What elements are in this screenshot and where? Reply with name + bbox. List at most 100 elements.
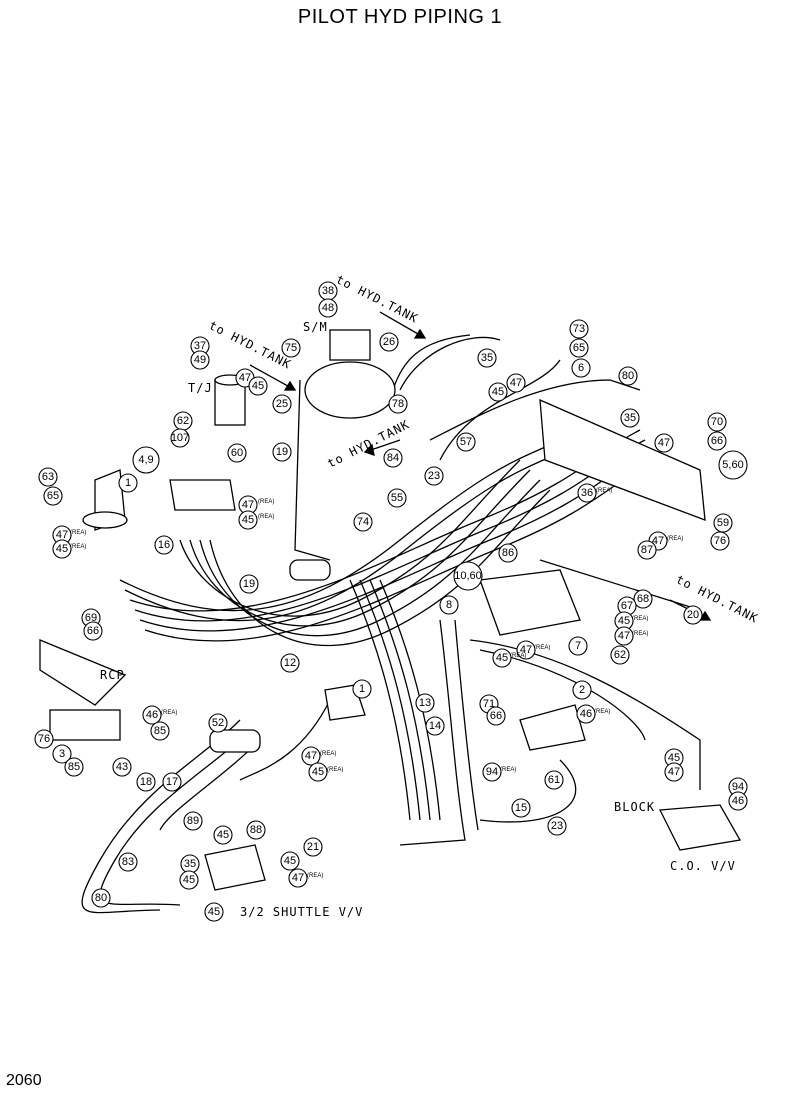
rea-tag: (REA) xyxy=(70,530,86,536)
callout: 4,9 xyxy=(132,446,160,474)
callout: 17 xyxy=(162,772,182,792)
callout: 45 xyxy=(614,611,634,631)
svg-text:87: 87 xyxy=(641,544,653,556)
svg-text:23: 23 xyxy=(551,820,563,832)
svg-text:46: 46 xyxy=(146,709,158,721)
callout: 49 xyxy=(190,350,210,370)
svg-text:66: 66 xyxy=(711,435,723,447)
label-sm: S/M xyxy=(303,320,328,334)
svg-text:85: 85 xyxy=(154,725,166,737)
rea-tag: (REA) xyxy=(327,767,343,773)
callout: 21 xyxy=(303,837,323,857)
svg-text:45: 45 xyxy=(242,514,254,526)
callout: 68 xyxy=(633,589,653,609)
svg-text:74: 74 xyxy=(357,516,369,528)
callout: 26 xyxy=(379,332,399,352)
callout: 45 xyxy=(204,902,224,922)
label-shuttle: 3/2 SHUTTLE V/V xyxy=(240,905,363,919)
svg-text:45: 45 xyxy=(217,829,229,841)
svg-text:2: 2 xyxy=(579,684,585,696)
callout: 62 xyxy=(173,411,193,431)
svg-text:18: 18 xyxy=(140,776,152,788)
callout: 35 xyxy=(477,348,497,368)
callout: 48 xyxy=(318,298,338,318)
rea-tag: (REA) xyxy=(534,645,550,651)
callout: 45 xyxy=(492,648,512,668)
callout: 46 xyxy=(576,704,596,724)
svg-text:89: 89 xyxy=(187,815,199,827)
rea-tag: (REA) xyxy=(500,767,516,773)
svg-text:45: 45 xyxy=(208,906,220,918)
callout: 18 xyxy=(136,772,156,792)
callout: 75 xyxy=(281,338,301,358)
svg-text:45: 45 xyxy=(284,855,296,867)
svg-text:1: 1 xyxy=(359,683,365,695)
label-to-tank-top: to HYD.TANK xyxy=(334,272,421,326)
svg-text:20: 20 xyxy=(687,609,699,621)
callout: 61 xyxy=(544,770,564,790)
callouts: 38 48 26 78 75 37 49 47 45 25 19 84 35 7… xyxy=(34,281,748,922)
callout: 55 xyxy=(387,488,407,508)
callout: 74 xyxy=(353,512,373,532)
rea-tag: (REA) xyxy=(307,873,323,879)
label-to-tank-left: to HYD.TANK xyxy=(207,318,294,372)
callout: 89 xyxy=(183,811,203,831)
callout: 47 xyxy=(288,868,308,888)
svg-text:47: 47 xyxy=(520,644,532,656)
svg-text:47: 47 xyxy=(668,766,680,778)
callout: 65 xyxy=(43,486,63,506)
callout: 20 xyxy=(683,605,703,625)
callout: 45 xyxy=(248,376,268,396)
svg-text:60: 60 xyxy=(231,447,243,459)
callout: 63 xyxy=(38,467,58,487)
svg-text:6: 6 xyxy=(578,362,584,374)
svg-text:84: 84 xyxy=(387,452,399,464)
callout: 57 xyxy=(456,432,476,452)
callout: 6 xyxy=(571,358,591,378)
callout: 35 xyxy=(180,854,200,874)
svg-text:86: 86 xyxy=(502,547,514,559)
callout: 67 xyxy=(617,596,637,616)
svg-text:59: 59 xyxy=(717,517,729,529)
svg-text:85: 85 xyxy=(68,761,80,773)
callout: 94 xyxy=(482,762,502,782)
page-number: 2060 xyxy=(6,1072,42,1089)
svg-text:13: 13 xyxy=(419,697,431,709)
svg-text:45: 45 xyxy=(56,543,68,555)
callout: 38 xyxy=(318,281,338,301)
svg-text:45: 45 xyxy=(252,380,264,392)
callout: 19 xyxy=(272,442,292,462)
svg-text:47: 47 xyxy=(242,499,254,511)
rea-tag: (REA) xyxy=(161,710,177,716)
rea-tag: (REA) xyxy=(258,499,274,505)
callout: 59 xyxy=(713,513,733,533)
svg-text:19: 19 xyxy=(243,578,255,590)
callout: 1 xyxy=(118,473,138,493)
callout: 66 xyxy=(707,431,727,451)
callout: 45 xyxy=(238,510,258,530)
svg-text:66: 66 xyxy=(87,625,99,637)
svg-text:71: 71 xyxy=(483,698,495,710)
svg-text:63: 63 xyxy=(42,471,54,483)
label-co-vv: C.O. V/V xyxy=(670,859,736,873)
svg-text:8: 8 xyxy=(446,599,452,611)
svg-text:5,60: 5,60 xyxy=(722,459,743,471)
svg-text:16: 16 xyxy=(158,539,170,551)
svg-text:48: 48 xyxy=(322,302,334,314)
callout: 78 xyxy=(388,394,408,414)
callout: 94 xyxy=(728,777,748,797)
callout: 86 xyxy=(498,543,518,563)
svg-text:70: 70 xyxy=(711,416,723,428)
svg-text:45: 45 xyxy=(312,766,324,778)
svg-text:47: 47 xyxy=(652,535,664,547)
callout: 87 xyxy=(637,540,657,560)
svg-text:47: 47 xyxy=(292,872,304,884)
callout: 85 xyxy=(64,757,84,777)
callout: 47 xyxy=(506,373,526,393)
svg-text:45: 45 xyxy=(668,752,680,764)
components xyxy=(39,329,742,891)
svg-text:47: 47 xyxy=(510,377,522,389)
callout: 23 xyxy=(547,816,567,836)
svg-text:35: 35 xyxy=(624,412,636,424)
